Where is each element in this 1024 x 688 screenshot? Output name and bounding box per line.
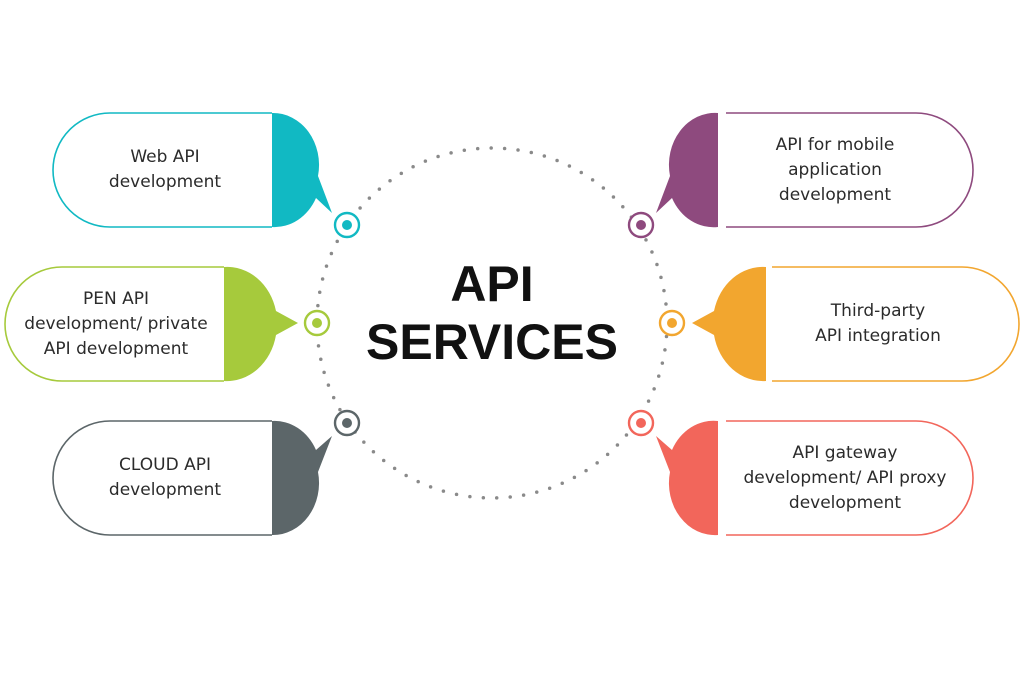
card-gateway-api <box>627 409 974 536</box>
speech-bubble <box>272 420 332 536</box>
title-services: SERVICES <box>366 314 618 370</box>
label-web-api: Web API development <box>108 147 222 192</box>
speech-bubble <box>656 420 718 536</box>
label-pen-api: PEN API development/ private API develop… <box>24 288 208 359</box>
connector-dot <box>342 220 352 230</box>
connector-dot <box>636 418 646 428</box>
label-third-party-api: Third-party API integration <box>815 301 941 346</box>
connector-dot <box>312 318 322 328</box>
card-mobile-api <box>627 112 974 239</box>
card-outline <box>52 420 272 536</box>
speech-bubble <box>656 112 718 228</box>
speech-bubble <box>272 112 332 228</box>
card-outline <box>52 112 272 228</box>
connector-dot <box>342 418 352 428</box>
card-web-api <box>52 112 361 239</box>
card-outline <box>726 112 974 228</box>
title-api: API <box>450 256 534 312</box>
card-outline <box>726 420 974 536</box>
connector-dot <box>636 220 646 230</box>
speech-bubble <box>692 266 766 382</box>
card-third-party-api <box>658 266 1020 382</box>
label-gateway-api: API gateway development/ API proxy devel… <box>743 442 947 513</box>
card-outline <box>4 266 224 382</box>
card-cloud-api <box>52 409 361 536</box>
card-outline <box>772 266 1020 382</box>
card-pen-api <box>4 266 331 382</box>
label-cloud-api: CLOUD API development <box>108 455 222 500</box>
speech-bubble <box>224 266 298 382</box>
label-mobile-api: API for mobile application development <box>775 134 895 205</box>
connector-dot <box>667 318 677 328</box>
